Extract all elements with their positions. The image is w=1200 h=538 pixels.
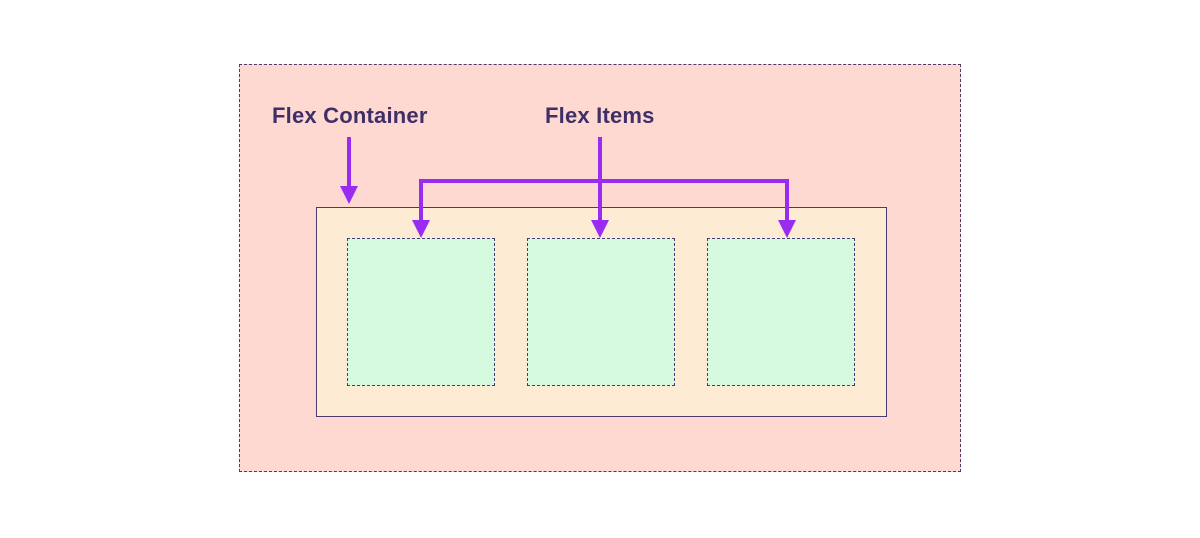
flex-item-3 xyxy=(707,238,855,386)
flex-item-2 xyxy=(527,238,675,386)
flex-container-label: Flex Container xyxy=(272,103,428,128)
flex-items-label: Flex Items xyxy=(545,103,655,128)
flex-item-1 xyxy=(347,238,495,386)
